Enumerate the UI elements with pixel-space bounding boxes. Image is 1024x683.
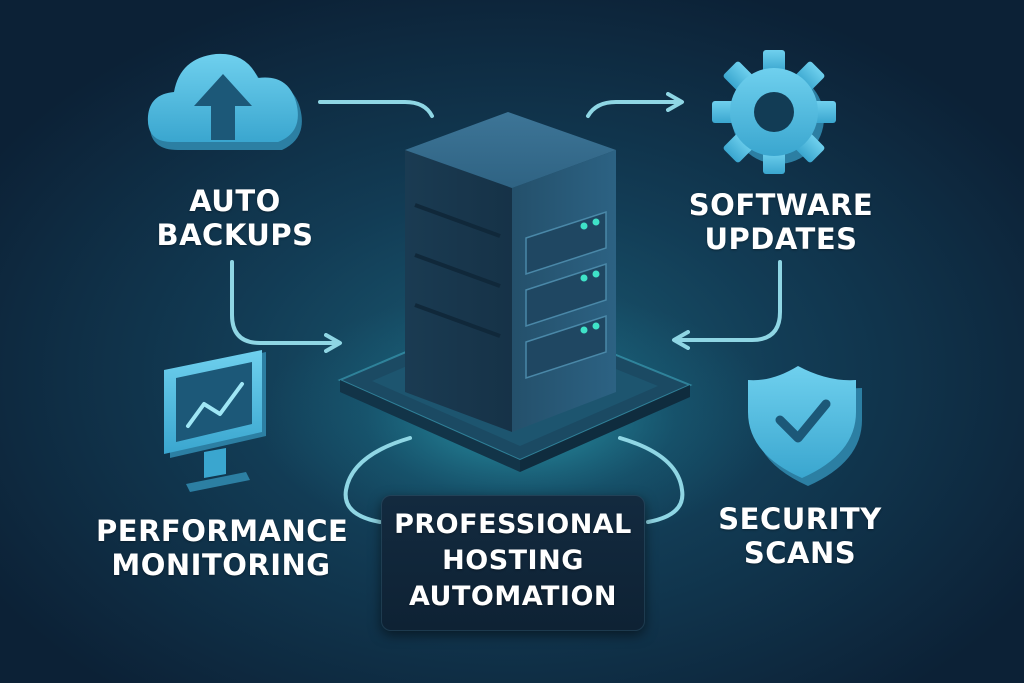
auto-backups-line1: AUTO — [189, 184, 281, 218]
security-scans-line1: SECURITY — [718, 502, 882, 536]
center-title-line1: PROFESSIONAL — [394, 509, 632, 540]
auto-backups-label: AUTO BACKUPS — [140, 184, 330, 252]
connector-platform-left — [343, 436, 412, 524]
gear-icon — [712, 50, 836, 174]
cloud-upload-icon — [147, 53, 302, 150]
arrow-backups-to-server — [318, 100, 434, 118]
center-title-line2: HOSTING — [442, 545, 584, 576]
center-title-label: PROFESSIONAL HOSTING AUTOMATION — [381, 507, 645, 615]
software-updates-line1: SOFTWARE — [688, 188, 874, 222]
auto-backups-line2: BACKUPS — [156, 218, 314, 252]
arrow-backups-down-to-server — [230, 260, 342, 353]
connector-platform-right — [618, 436, 685, 524]
connectors — [230, 92, 782, 524]
performance-monitoring-label: PERFORMANCE MONITORING — [96, 514, 349, 582]
monitor-chart-icon — [164, 350, 266, 492]
performance-monitoring-line2: MONITORING — [111, 548, 331, 582]
arrow-server-to-updates — [586, 92, 684, 118]
arrow-updates-down-to-server — [672, 260, 782, 350]
security-scans-line2: SCANS — [743, 536, 857, 570]
software-updates-line2: UPDATES — [704, 222, 858, 256]
security-scans-label: SECURITY SCANS — [700, 502, 900, 570]
shield-check-icon — [748, 366, 862, 486]
software-updates-label: SOFTWARE UPDATES — [676, 188, 886, 256]
center-title-box: PROFESSIONAL HOSTING AUTOMATION — [381, 495, 645, 631]
performance-monitoring-line1: PERFORMANCE — [96, 514, 349, 548]
server-icon — [405, 112, 616, 432]
center-title-line3: AUTOMATION — [408, 581, 618, 612]
